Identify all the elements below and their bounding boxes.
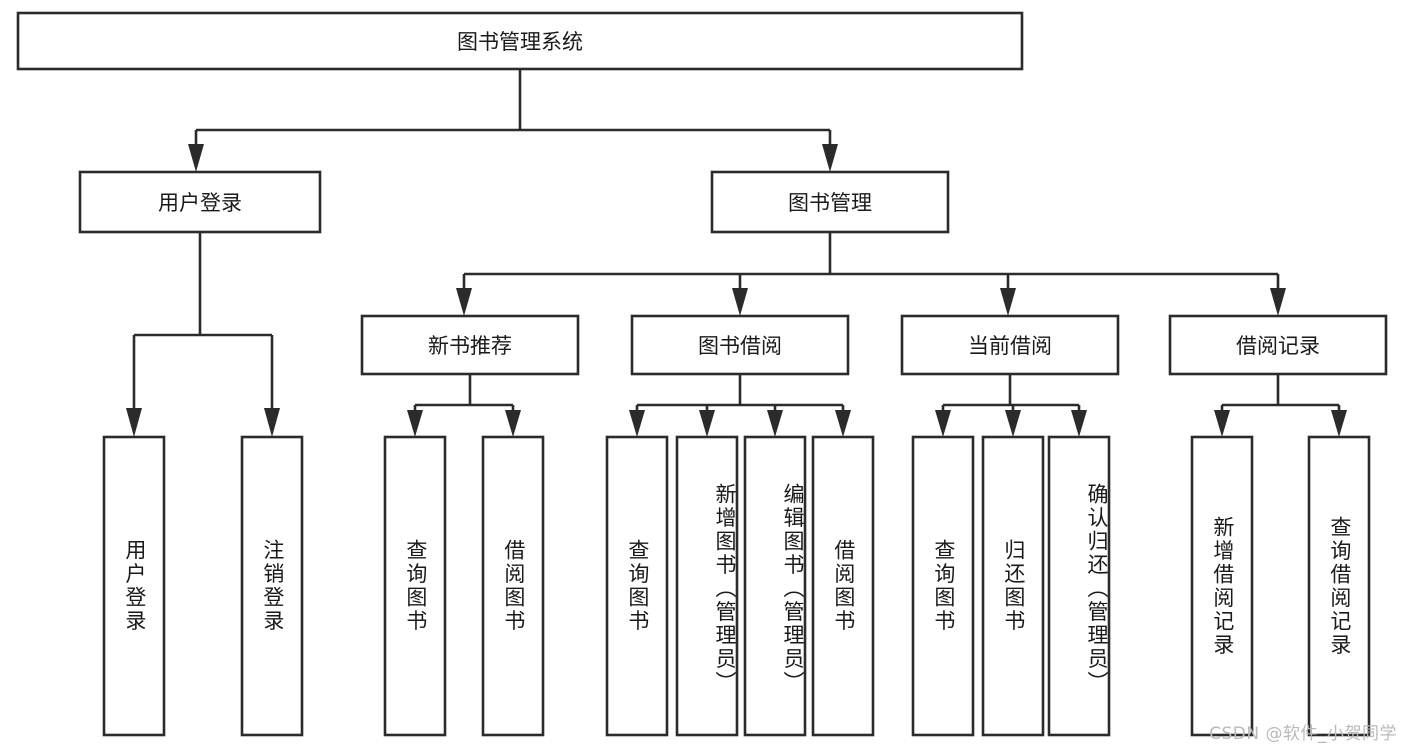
leaf-box-query-book-rec[interactable] xyxy=(383,435,447,737)
arrow-records-leaf-1 xyxy=(1214,410,1230,437)
leaf-box-return-book[interactable] xyxy=(981,435,1045,737)
arrow-records-leaf-2 xyxy=(1331,410,1347,437)
leaf-boxes xyxy=(102,435,1371,737)
node-user-login[interactable]: 用户登录 xyxy=(78,170,322,234)
leaf-box-borrow-book[interactable] xyxy=(811,435,875,737)
arrow-borrow-leaf-3 xyxy=(767,410,783,437)
arrow-book-mgmt-current xyxy=(1000,288,1016,316)
arrow-root-to-user-login xyxy=(188,144,204,172)
leaf-label-query-book-borrow: 查询图书 xyxy=(625,539,650,633)
node-book-management-box[interactable] xyxy=(710,170,950,234)
node-user-login-box[interactable] xyxy=(78,170,322,234)
leaf-label-return-book: 归还图书 xyxy=(1001,539,1026,633)
connectors-new-books-to-leaves xyxy=(407,374,521,437)
leaf-label-borrow-book-rec: 借阅图书 xyxy=(501,539,526,633)
leaf-box-user-login[interactable] xyxy=(102,435,166,737)
leaf-label-confirm-return-admin: 确认归还（管理员） xyxy=(1085,483,1109,695)
connectors-records-to-leaves xyxy=(1214,374,1347,437)
leaf-label-logout: 注销登录 xyxy=(260,539,285,633)
arrow-user-login-leaf-1 xyxy=(126,408,142,437)
leaf-box-add-borrow-record[interactable] xyxy=(1190,435,1254,737)
arrow-borrow-leaf-1 xyxy=(629,410,645,437)
leaf-label-add-borrow-record: 新增借阅记录 xyxy=(1210,515,1235,657)
leaf-box-query-book-current[interactable] xyxy=(911,435,975,737)
leaf-label-user-login: 用户登录 xyxy=(122,539,147,633)
node-new-book-recommend-box[interactable] xyxy=(360,314,580,376)
arrow-book-mgmt-records xyxy=(1270,288,1286,316)
arrow-new-books-leaf-2 xyxy=(505,410,521,437)
leaf-label-query-borrow-record: 查询借阅记录 xyxy=(1327,515,1352,657)
leaf-label-add-book-admin: 新增图书（管理员） xyxy=(713,483,737,695)
leaf-label-query-book-current: 查询图书 xyxy=(931,539,956,633)
connectors-book-mgmt-to-level2 xyxy=(456,232,1286,316)
arrow-current-leaf-2 xyxy=(1005,410,1021,437)
arrow-book-mgmt-borrow xyxy=(732,288,748,316)
arrow-borrow-leaf-2 xyxy=(699,410,715,437)
arrow-current-leaf-1 xyxy=(935,410,951,437)
node-new-book-recommend-label: 新书推荐 xyxy=(428,334,512,358)
connectors-current-to-leaves xyxy=(935,374,1087,437)
node-root-system-box[interactable] xyxy=(16,11,1024,71)
node-borrow-records-box[interactable] xyxy=(1168,314,1388,376)
leaf-label-borrow-book: 借阅图书 xyxy=(831,539,856,633)
node-book-management-label: 图书管理 xyxy=(788,191,872,215)
leaf-label-edit-book-admin: 编辑图书（管理员） xyxy=(781,483,805,695)
leaf-box-query-book-borrow[interactable] xyxy=(605,435,669,737)
leaf-box-query-borrow-record[interactable] xyxy=(1307,435,1371,737)
arrow-root-to-book-mgmt xyxy=(822,144,838,172)
arrow-new-books-leaf-1 xyxy=(407,410,423,437)
connectors-user-login-to-leaves xyxy=(126,232,280,437)
node-current-borrow-box[interactable] xyxy=(900,314,1120,376)
leaf-box-edit-book-admin[interactable] xyxy=(743,435,807,737)
arrow-current-leaf-3 xyxy=(1071,410,1087,437)
node-book-management[interactable]: 图书管理 xyxy=(710,170,950,234)
arrow-user-login-leaf-2 xyxy=(264,408,280,437)
node-book-borrow-box[interactable] xyxy=(630,314,850,376)
arrow-borrow-leaf-4 xyxy=(835,410,851,437)
node-user-login-label: 用户登录 xyxy=(158,191,242,215)
node-book-borrow-label: 图书借阅 xyxy=(698,334,782,358)
arrow-book-mgmt-new-books xyxy=(456,288,472,316)
node-borrow-records-label: 借阅记录 xyxy=(1236,334,1320,358)
node-borrow-records[interactable]: 借阅记录 xyxy=(1168,314,1388,376)
node-new-book-recommend[interactable]: 新书推荐 xyxy=(360,314,580,376)
node-root-system-label: 图书管理系统 xyxy=(457,30,583,54)
leaf-box-confirm-return-admin[interactable] xyxy=(1047,435,1111,737)
leaf-box-borrow-book-rec[interactable] xyxy=(481,435,545,737)
leaf-box-logout[interactable] xyxy=(240,435,304,737)
leaf-label-query-book-rec: 查询图书 xyxy=(403,539,428,633)
node-root-system[interactable]: 图书管理系统 xyxy=(16,11,1024,71)
connectors-root-to-level1 xyxy=(188,69,838,172)
node-book-borrow[interactable]: 图书借阅 xyxy=(630,314,850,376)
leaf-box-add-book-admin[interactable] xyxy=(675,435,739,737)
node-current-borrow-label: 当前借阅 xyxy=(968,334,1052,358)
node-current-borrow[interactable]: 当前借阅 xyxy=(900,314,1120,376)
connectors-borrow-to-leaves xyxy=(629,374,851,437)
csdn-watermark: CSDN @软件_小贺同学 xyxy=(1209,724,1397,744)
